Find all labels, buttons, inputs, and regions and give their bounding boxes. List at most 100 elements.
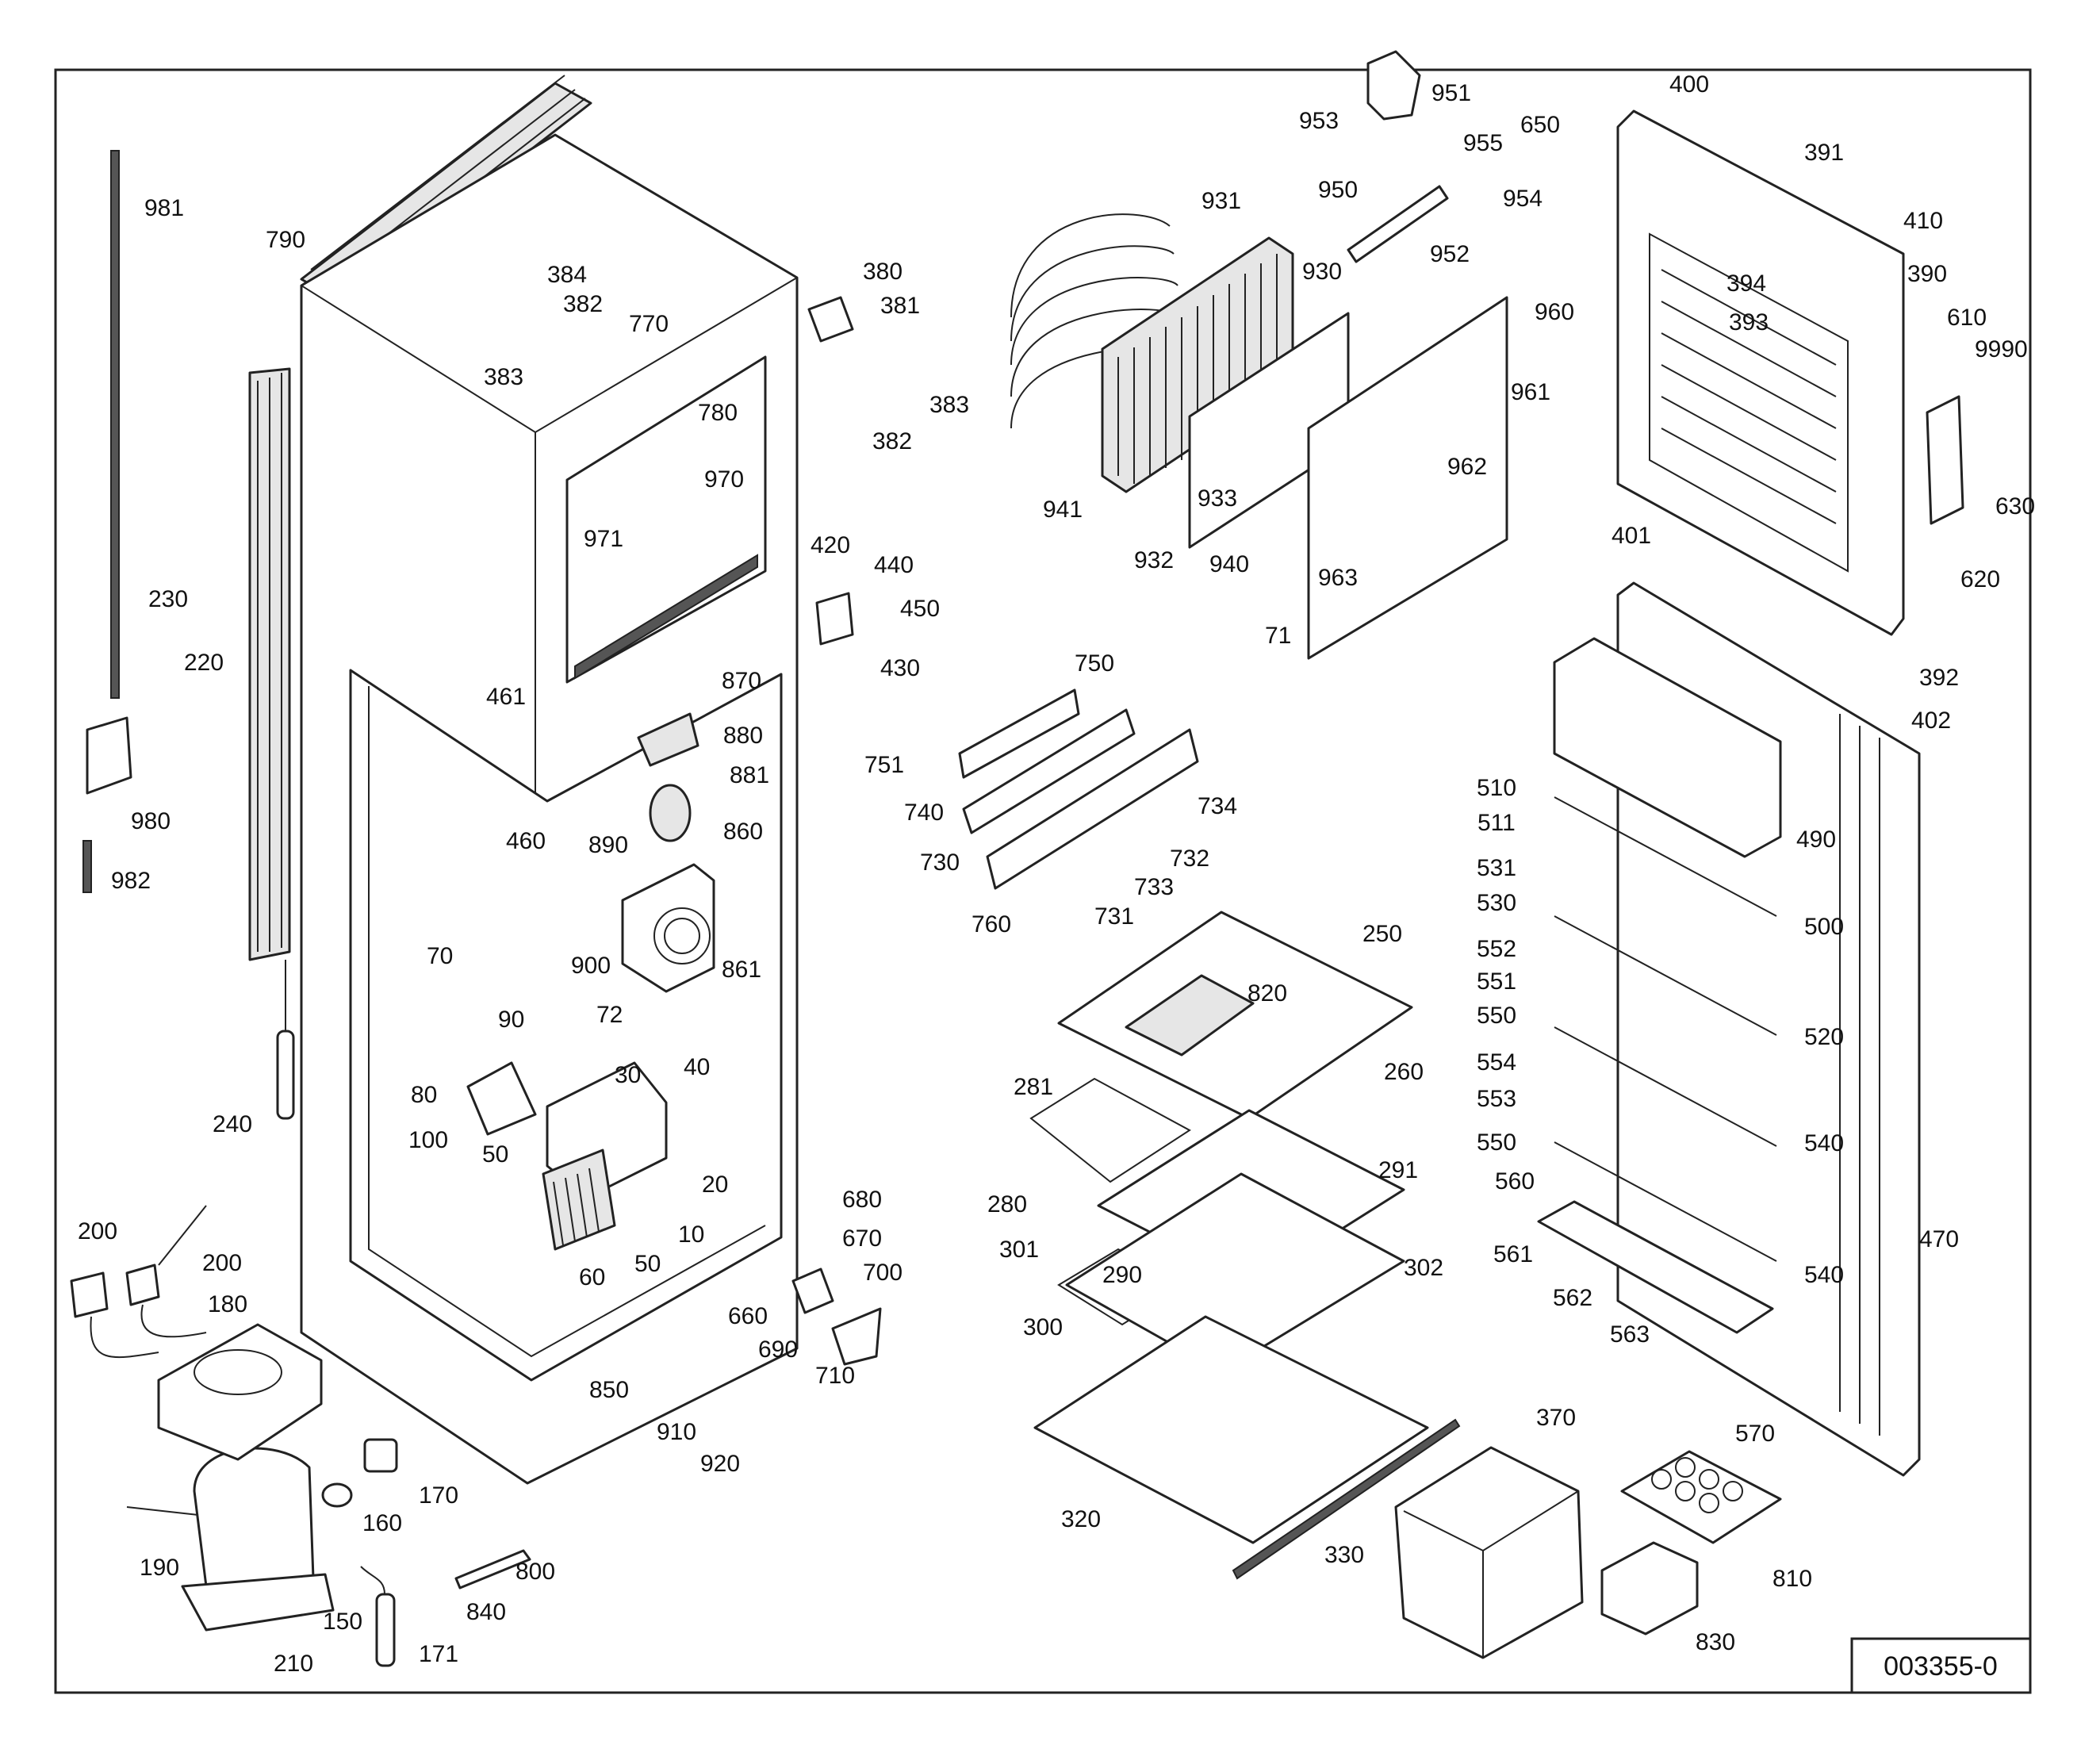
callout-955: 955 — [1463, 130, 1503, 156]
callout-930: 930 — [1302, 259, 1342, 285]
lower-hinge-part — [791, 1267, 834, 1314]
fridge-compartment-part — [349, 669, 783, 1382]
callout-labels: 9817903843827703833803813833827809709712… — [78, 71, 2035, 1677]
callout-230: 230 — [148, 586, 188, 612]
callout-210: 210 — [274, 1651, 313, 1677]
callout-160: 160 — [362, 1510, 402, 1536]
callout-540b: 540 — [1804, 1262, 1844, 1288]
freezer-door-part — [1616, 109, 1905, 636]
spanner-part — [454, 1549, 531, 1590]
callout-551: 551 — [1477, 968, 1516, 995]
callout-531: 531 — [1477, 855, 1516, 881]
rod-part — [110, 150, 120, 699]
callout-710: 710 — [815, 1363, 855, 1389]
callout-920: 920 — [700, 1451, 740, 1477]
callout-240: 240 — [213, 1111, 252, 1137]
callout-394: 394 — [1727, 270, 1766, 297]
callout-280: 280 — [987, 1191, 1027, 1218]
callout-552: 552 — [1477, 936, 1516, 962]
glass-strip-part — [1232, 1418, 1461, 1580]
callout-382b: 382 — [872, 428, 912, 454]
callout-961: 961 — [1511, 379, 1550, 405]
callout-391: 391 — [1804, 140, 1844, 166]
callout-250: 250 — [1362, 921, 1402, 947]
callout-550a: 550 — [1477, 1003, 1516, 1029]
callout-281: 281 — [1014, 1074, 1053, 1100]
callout-291: 291 — [1378, 1157, 1418, 1183]
callout-470: 470 — [1919, 1226, 1959, 1252]
callout-630: 630 — [1995, 493, 2035, 520]
callout-561: 561 — [1493, 1241, 1533, 1267]
callout-733: 733 — [1134, 874, 1174, 900]
callout-932: 932 — [1134, 547, 1174, 573]
callout-800: 800 — [515, 1559, 555, 1585]
callout-550b: 550 — [1477, 1129, 1516, 1156]
callout-100: 100 — [408, 1127, 448, 1153]
callout-660: 660 — [728, 1303, 768, 1329]
shelf-frame-part — [1029, 1077, 1191, 1183]
callout-840: 840 — [466, 1599, 506, 1625]
callout-861: 861 — [722, 957, 761, 983]
drawing-code: 003355-0 — [1884, 1651, 1998, 1682]
callout-440: 440 — [874, 552, 914, 578]
evaporator-coil-part — [1010, 213, 1186, 429]
callout-80: 80 — [411, 1082, 437, 1108]
callout-650: 650 — [1520, 112, 1560, 138]
butter-dish-part — [1600, 1541, 1699, 1636]
callout-410: 410 — [1903, 208, 1943, 234]
callout-381: 381 — [880, 293, 920, 319]
callout-980: 980 — [131, 808, 171, 834]
callout-570: 570 — [1735, 1421, 1775, 1447]
callout-881: 881 — [730, 762, 769, 788]
callout-500: 500 — [1804, 914, 1844, 940]
callout-731: 731 — [1094, 903, 1134, 930]
callout-71: 71 — [1265, 623, 1291, 649]
callout-670: 670 — [842, 1225, 882, 1252]
door-rail-lines — [1554, 796, 1777, 1262]
callout-963: 963 — [1318, 565, 1358, 591]
upper-hinge-part — [807, 296, 854, 343]
callout-60: 60 — [579, 1264, 605, 1290]
callout-870: 870 — [722, 668, 761, 694]
evaporator-cover-part — [1307, 296, 1508, 660]
callout-370: 370 — [1536, 1405, 1576, 1431]
callout-490: 490 — [1796, 826, 1836, 853]
callout-780: 780 — [698, 400, 738, 426]
callout-300: 300 — [1023, 1314, 1063, 1340]
callout-751: 751 — [864, 752, 904, 778]
callout-732: 732 — [1170, 846, 1209, 872]
callout-850: 850 — [589, 1377, 629, 1403]
callout-330: 330 — [1324, 1542, 1364, 1568]
callout-562: 562 — [1553, 1285, 1592, 1311]
fan-cover-part — [637, 712, 699, 767]
callout-392: 392 — [1919, 665, 1959, 691]
callout-40: 40 — [684, 1054, 710, 1080]
callout-301: 301 — [999, 1237, 1039, 1263]
callout-610: 610 — [1947, 305, 1987, 331]
callout-770: 770 — [629, 311, 669, 337]
callout-962: 962 — [1447, 454, 1487, 480]
callout-180: 180 — [208, 1291, 247, 1317]
callout-680: 680 — [842, 1187, 882, 1213]
callout-620: 620 — [1960, 566, 2000, 592]
bottle-shelf-part — [1537, 1200, 1774, 1334]
callout-200b: 200 — [202, 1250, 242, 1276]
callout-971: 971 — [584, 526, 623, 552]
drier-part — [375, 1593, 396, 1667]
callout-900: 900 — [571, 953, 611, 979]
evaporator-group — [958, 50, 1782, 1659]
callout-890: 890 — [588, 832, 628, 858]
callout-200a: 200 — [78, 1218, 117, 1244]
fan-blade-part — [649, 784, 692, 842]
callout-190: 190 — [140, 1555, 179, 1581]
fan-bracket-part — [1347, 185, 1449, 263]
callout-90: 90 — [498, 1007, 524, 1033]
compressor-part — [193, 1447, 315, 1588]
callout-72: 72 — [596, 1002, 623, 1028]
callout-730: 730 — [920, 849, 960, 876]
dairy-compartment-part — [1553, 637, 1782, 858]
door-group — [1537, 109, 1964, 1477]
callout-461: 461 — [486, 684, 526, 710]
